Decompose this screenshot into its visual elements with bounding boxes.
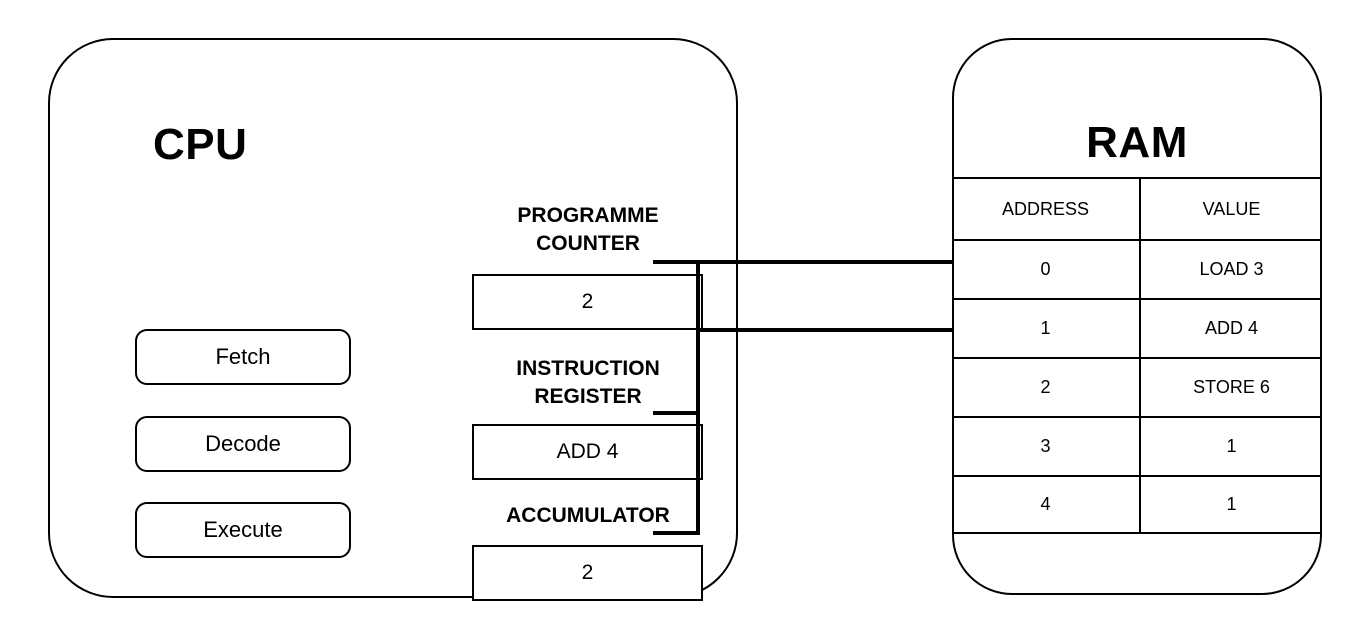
ram-row-2-value: STORE 6: [1193, 377, 1270, 397]
execute-button-label: Execute: [203, 517, 283, 542]
ram-row-0-value: LOAD 3: [1199, 259, 1264, 279]
ram-row-1-value: ADD 4: [1204, 318, 1258, 338]
decode-button[interactable]: Decode: [135, 416, 351, 472]
ram-row-1-address: 1: [952, 300, 1141, 357]
ram-row-3-address: 3: [952, 418, 1141, 475]
programme-counter-label: PROGRAMME COUNTER: [517, 204, 659, 255]
instruction-register-value: ADD 4: [556, 440, 619, 463]
decode-button-label: Decode: [205, 431, 281, 456]
instruction-register-box: ADD 4: [472, 424, 703, 480]
accumulator-value: 2: [581, 561, 594, 584]
ram-row-1: 1 ADD 4: [952, 298, 1322, 357]
ram-row-2-address: 2: [952, 359, 1141, 416]
ram-container: RAM ADDRESS VALUE 0 LOAD 3 1 ADD 4 2 STO…: [952, 38, 1322, 595]
programme-counter-box: 2: [472, 274, 703, 330]
wire-bus-vertical: [696, 260, 700, 535]
ram-row-4-address: 4: [952, 477, 1141, 532]
cpu-title: CPU: [153, 120, 248, 169]
ram-row-0-address: 0: [952, 241, 1141, 298]
ram-table-header: ADDRESS VALUE: [952, 177, 1322, 239]
wire-instruction-register-to-bus: [653, 411, 700, 415]
programme-counter-value: 2: [581, 290, 594, 313]
ram-row-2: 2 STORE 6: [952, 357, 1322, 416]
ram-header-value: VALUE: [1202, 198, 1261, 219]
ram-row-4-value: 1: [1226, 494, 1237, 514]
wire-bus-to-ram: [696, 328, 952, 332]
accumulator-label: ACCUMULATOR: [506, 504, 670, 527]
ram-row-0: 0 LOAD 3: [952, 239, 1322, 298]
fetch-button-label: Fetch: [215, 344, 271, 369]
fetch-button[interactable]: Fetch: [135, 329, 351, 385]
cpu-container: CPU Fetch Decode Execute PROGRAMME COUNT…: [48, 38, 738, 601]
accumulator-box: 2: [472, 545, 703, 601]
ram-row-3-value: 1: [1226, 436, 1237, 456]
execute-button[interactable]: Execute: [135, 502, 351, 558]
wire-programme-counter-to-ram: [653, 260, 952, 264]
ram-table: ADDRESS VALUE 0 LOAD 3 1 ADD 4 2 STORE 6…: [952, 177, 1322, 534]
ram-row-4: 4 1: [952, 475, 1322, 534]
ram-row-3: 3 1: [952, 416, 1322, 475]
wire-accumulator-to-bus: [653, 531, 700, 535]
instruction-register-label: INSTRUCTION REGISTER: [516, 357, 660, 408]
ram-header-address: ADDRESS: [952, 179, 1141, 239]
ram-title: RAM: [1086, 118, 1188, 167]
